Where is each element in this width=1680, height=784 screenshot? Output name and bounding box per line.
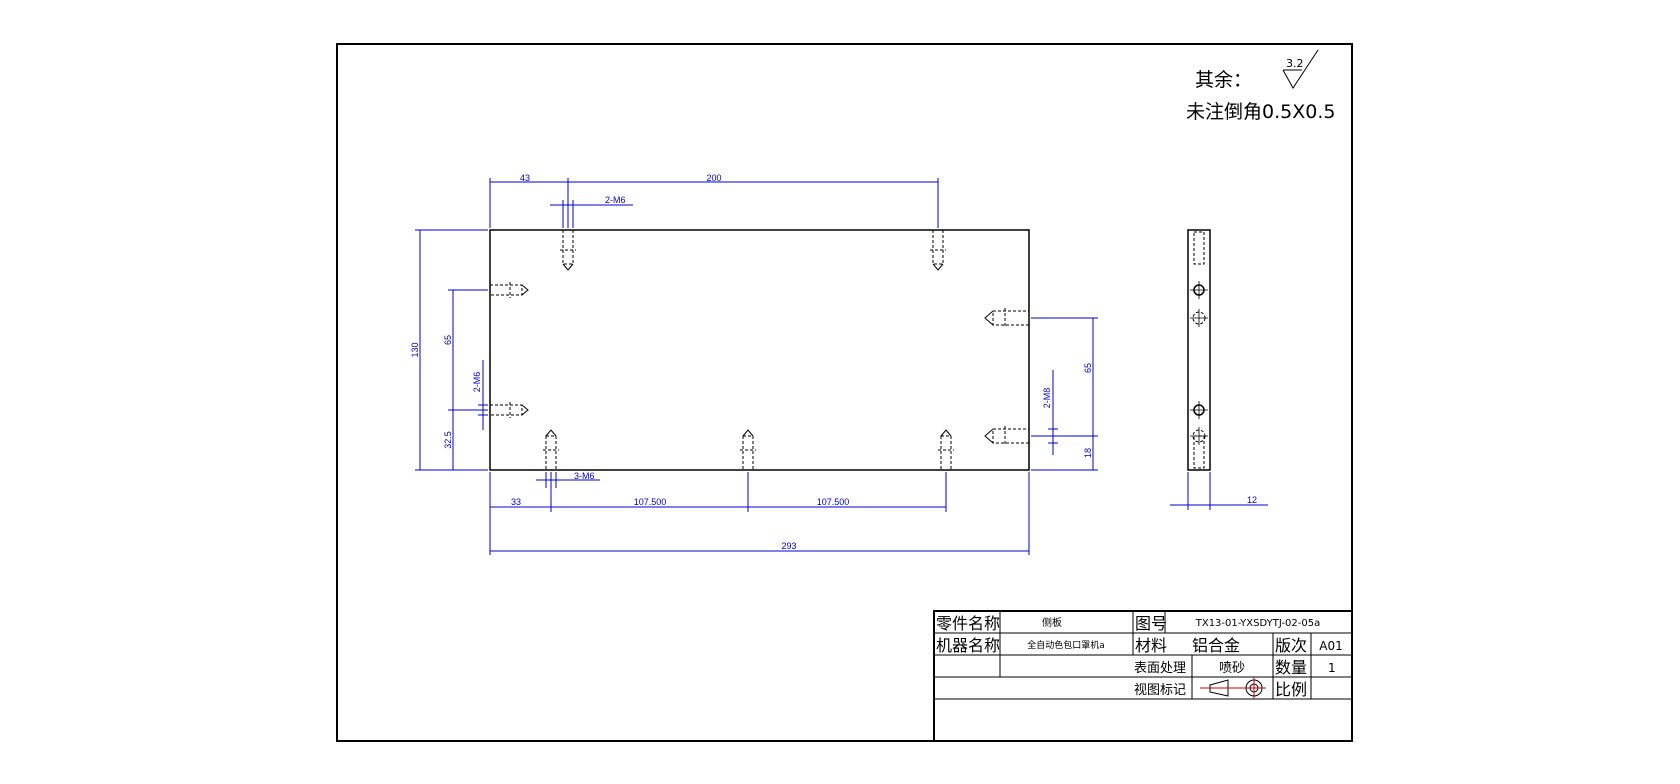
bottom-hole-2 (740, 429, 756, 471)
tb-part-name-label: 零件名称 (936, 614, 1000, 633)
dim-side-thickness: 12 (1247, 495, 1257, 505)
bottom-hole-3 (938, 429, 954, 471)
tb-machine-name: 全自动色包口罩机a (1027, 639, 1105, 651)
side-hole-2 (1190, 309, 1208, 327)
front-view: 43 200 2-M6 130 65 2-M6 32.5 65 2-M8 18 … (410, 173, 1098, 555)
tb-material: 铝合金 (1192, 636, 1240, 655)
projection-symbol-icon (1200, 677, 1266, 699)
tb-revision-label: 版次 (1275, 636, 1307, 655)
dim-left-hole-spacing: 65 (443, 335, 453, 345)
dim-top-span: 200 (706, 173, 721, 183)
tb-drawing-no: TX13-01-YXSDYTJ-02-05a (1195, 618, 1321, 629)
roughness-value: 3.2 (1286, 57, 1304, 70)
top-hole-left (560, 229, 576, 271)
left-hole-upper (489, 282, 529, 298)
top-hole-right (930, 229, 946, 271)
dim-bottom-left-offset: 33 (511, 497, 521, 507)
side-hole-3 (1190, 401, 1208, 419)
side-view: 12 (1170, 229, 1268, 510)
dim-bottom-holes: 3-M6 (574, 471, 595, 481)
tb-surface-label: 表面处理 (1134, 661, 1186, 676)
right-hole-upper (984, 308, 1030, 328)
bottom-hole-1 (543, 429, 559, 471)
side-hole-1 (1190, 281, 1208, 299)
dim-bottom-span-1: 107.500 (634, 497, 667, 507)
dim-bottom-span-2: 107.500 (817, 497, 850, 507)
dimension-lines (415, 178, 1098, 555)
tb-material-label: 材料 (1135, 636, 1167, 655)
tb-drawing-no-label: 图号 (1135, 614, 1167, 633)
right-hole-lower (984, 426, 1030, 446)
tb-quantity-label: 数量 (1275, 658, 1307, 677)
dim-right-bottom-offset: 18 (1083, 448, 1093, 458)
dim-left-holes: 2-M6 (472, 372, 482, 393)
dim-top-left-offset: 43 (520, 173, 530, 183)
front-view-outline (489, 229, 1030, 471)
tb-quantity: 1 (1328, 661, 1336, 675)
side-view-outline (1187, 229, 1211, 471)
dim-overall-height: 130 (410, 342, 420, 357)
left-hole-lower (489, 402, 529, 418)
tb-scale-label: 比例 (1275, 680, 1307, 699)
roughness-symbol (1282, 49, 1319, 89)
dim-left-bottom-offset: 32.5 (443, 431, 453, 449)
side-hole-4 (1190, 427, 1208, 445)
dim-top-holes: 2-M6 (605, 195, 626, 205)
tb-revision: A01 (1319, 639, 1342, 653)
chamfer-note: 未注倒角0.5X0.5 (1186, 101, 1335, 123)
tb-surface: 喷砂 (1219, 661, 1245, 676)
tb-view-mark-label: 视图标记 (1134, 683, 1186, 698)
roughness-prefix: 其余： (1195, 69, 1252, 91)
dim-right-holes: 2-M8 (1042, 388, 1052, 409)
title-block: 零件名称 侧板 图号 TX13-01-YXSDYTJ-02-05a 机器名称 全… (933, 610, 1353, 742)
dim-right-hole-spacing: 65 (1083, 363, 1093, 373)
dim-overall-width: 293 (781, 541, 796, 551)
tb-machine-name-label: 机器名称 (936, 636, 1000, 655)
drawing-border (336, 43, 1353, 742)
tb-part-name: 侧板 (1042, 616, 1062, 629)
